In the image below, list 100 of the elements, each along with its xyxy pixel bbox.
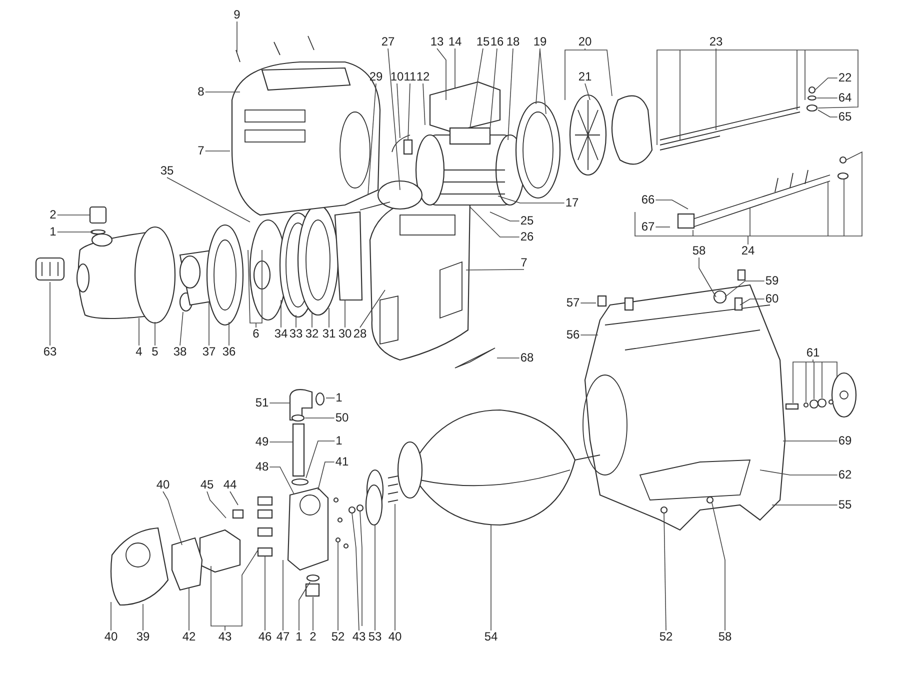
- callout-number: 10: [389, 70, 405, 84]
- callout-number: 67: [640, 220, 656, 234]
- callout-number: 33: [288, 328, 304, 340]
- leader-line: [712, 502, 726, 631]
- callout-number: 43: [351, 630, 367, 644]
- leader-line: [210, 550, 258, 631]
- leader-line: [792, 359, 838, 404]
- leader-line: [698, 257, 716, 298]
- callout-number: 55: [837, 498, 853, 512]
- callout-number: 2: [308, 630, 318, 644]
- leader-line: [470, 206, 520, 238]
- callout-number: 63: [42, 346, 58, 358]
- callout-number: 40: [387, 630, 403, 644]
- leader-line: [580, 302, 596, 304]
- callout-number: 2: [48, 208, 58, 222]
- leader-line: [344, 300, 346, 328]
- callout-number: 45: [199, 478, 215, 492]
- callout-number: 42: [181, 630, 197, 644]
- leader-line: [422, 83, 426, 126]
- leader-line: [180, 312, 184, 346]
- leader-line: [162, 491, 182, 546]
- callout-number: 27: [380, 36, 396, 48]
- callout-number: 35: [159, 164, 175, 178]
- callout-number: 11: [402, 70, 418, 84]
- leader-line: [466, 269, 524, 270]
- leader-line: [656, 48, 858, 146]
- callout-number: 68: [519, 352, 535, 364]
- leader-line: [760, 470, 838, 476]
- callout-number: 21: [577, 70, 593, 84]
- callout-number: 19: [532, 36, 548, 48]
- callout-number: 7: [196, 144, 206, 158]
- callout-number: 16: [489, 36, 505, 48]
- callout-number: 1: [334, 392, 344, 404]
- callout-number: 26: [519, 230, 535, 244]
- leader-line: [634, 151, 862, 245]
- callout-number: 4: [134, 346, 144, 358]
- leader-line: [360, 290, 386, 328]
- callout-number: 58: [717, 630, 733, 644]
- leader-line: [248, 250, 262, 328]
- leader-line: [388, 48, 400, 190]
- callout-number: 39: [135, 630, 151, 644]
- leader-line: [408, 83, 410, 140]
- callout-number: 40: [103, 630, 119, 644]
- callout-number: 14: [447, 36, 463, 48]
- callout-number: 56: [565, 328, 581, 342]
- leader-line: [154, 322, 156, 346]
- callout-number: 12: [415, 70, 431, 84]
- leader-line: [580, 334, 598, 336]
- leader-line: [166, 177, 250, 222]
- callout-number: 15: [475, 36, 491, 48]
- leader-line: [470, 48, 484, 128]
- leader-line: [396, 83, 400, 138]
- callout-number: 25: [519, 214, 535, 228]
- callout-number: 37: [201, 346, 217, 358]
- callout-number: 28: [352, 328, 368, 340]
- leader-line: [298, 582, 310, 631]
- leader-line: [236, 21, 238, 52]
- callout-number: 17: [564, 196, 580, 210]
- leader-line: [188, 588, 190, 631]
- leader-line: [454, 48, 456, 88]
- callout-number: 50: [334, 412, 350, 424]
- leader-line: [394, 504, 396, 631]
- callout-number: 46: [257, 630, 273, 644]
- callout-number: 1: [334, 434, 344, 448]
- callout-number: 47: [275, 630, 291, 644]
- leader-line: [782, 440, 838, 442]
- callout-number: 36: [221, 346, 237, 358]
- callout-number: 52: [658, 630, 674, 644]
- leader-line: [282, 560, 284, 631]
- leader-line: [138, 318, 140, 346]
- callout-number: 54: [483, 630, 499, 644]
- callout-number: 30: [337, 328, 353, 340]
- leader-line: [230, 491, 238, 506]
- callout-number: 62: [837, 468, 853, 482]
- leader-line: [142, 604, 144, 631]
- leader-line: [490, 48, 498, 130]
- leader-line: [269, 402, 290, 404]
- leader-line: [374, 524, 376, 631]
- leader-line: [490, 524, 492, 631]
- callout-number: 66: [640, 194, 656, 206]
- leader-line: [536, 48, 546, 114]
- leader-line: [772, 504, 838, 506]
- leader-line: [269, 466, 294, 494]
- callout-number: 44: [222, 478, 238, 492]
- leader-line: [564, 48, 612, 100]
- callout-number: 60: [764, 292, 780, 306]
- callout-number: 6: [252, 328, 260, 340]
- callout-number: 9: [232, 8, 242, 22]
- leader-line: [436, 48, 446, 100]
- callout-number: 7: [520, 256, 528, 270]
- callout-number: 69: [837, 434, 853, 448]
- callout-number: 18: [505, 36, 521, 48]
- leader-line: [206, 491, 226, 518]
- callout-number: 43: [217, 630, 233, 644]
- callout-number: 57: [565, 296, 581, 310]
- callout-number: 58: [691, 244, 707, 258]
- leader-line: [318, 462, 335, 490]
- leader-line: [264, 556, 266, 631]
- leader-line: [312, 596, 314, 631]
- callout-number: 40: [155, 478, 171, 492]
